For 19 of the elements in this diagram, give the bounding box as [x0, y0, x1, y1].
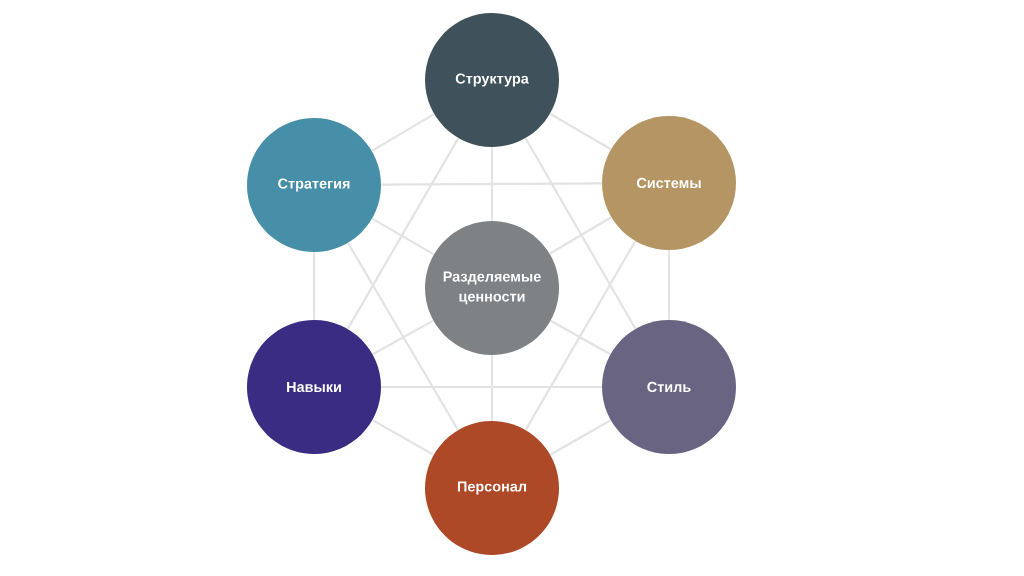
connector-line [346, 137, 460, 330]
circle-node: Системы [602, 116, 736, 250]
connector-line [371, 113, 435, 152]
circle-node: Персонал [425, 421, 559, 555]
connector-line [549, 216, 612, 255]
circle-node: Стиль [602, 320, 736, 454]
connector-line [549, 112, 612, 151]
connector-line [524, 137, 637, 330]
connector-line [347, 242, 459, 431]
circle-node: Стратегия [247, 118, 381, 252]
connector-line [371, 217, 435, 256]
connector-line [524, 240, 637, 431]
circle-node: Навыки [247, 320, 381, 454]
connector-line [372, 319, 434, 356]
circle-node: Структура [425, 13, 559, 147]
connector-line [550, 319, 611, 356]
connector-line [549, 419, 612, 456]
connector-line [371, 419, 435, 456]
circle-node: Разделяемые ценности [425, 221, 559, 355]
